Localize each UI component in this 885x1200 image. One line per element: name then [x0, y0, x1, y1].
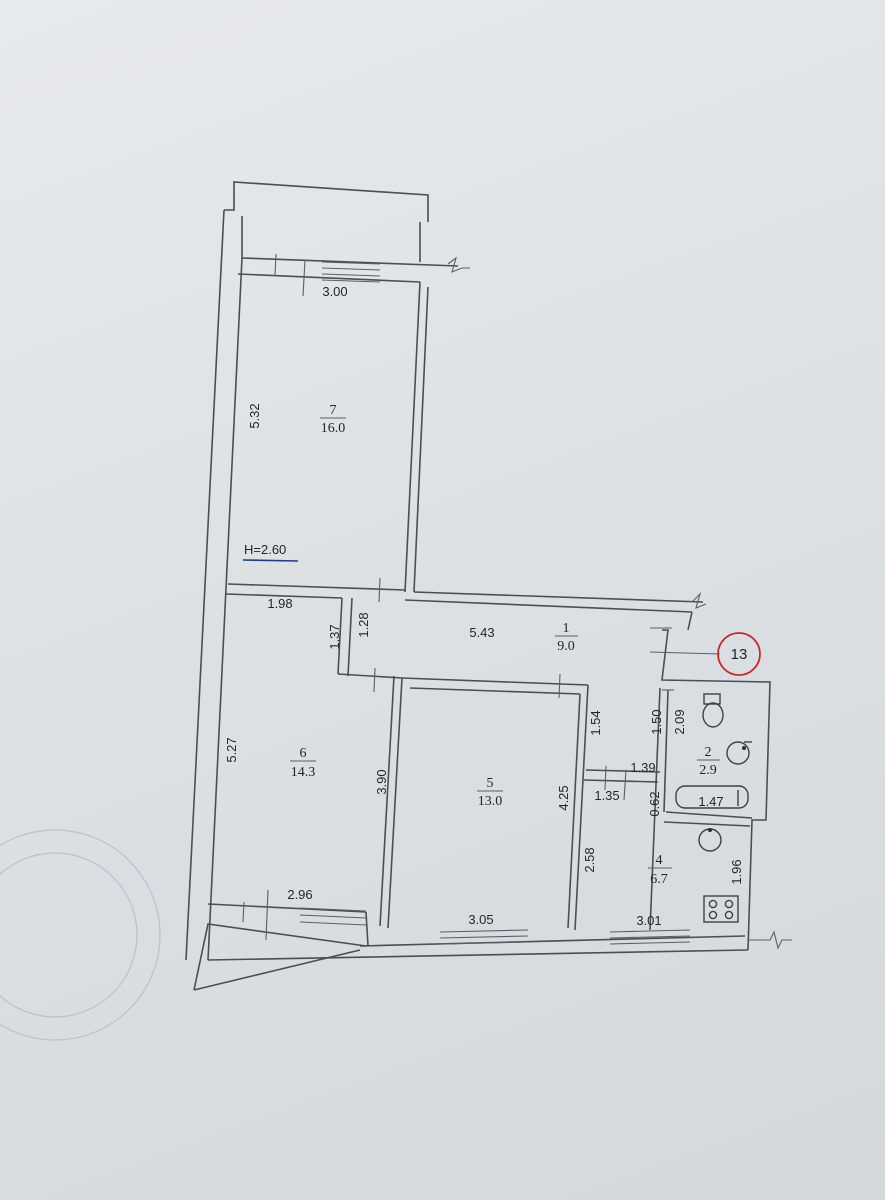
dim-bath-left: 1.50: [649, 709, 664, 734]
window-room-6: [299, 907, 367, 926]
balcony-top: [224, 181, 429, 262]
room-number: 7: [330, 403, 337, 418]
dim-bath-right: 2.09: [672, 709, 687, 734]
dim-r6-inner: 3.90: [374, 769, 389, 794]
room-number: 1: [563, 621, 570, 636]
room-area: 6.7: [650, 872, 668, 887]
dim-corr-gap: 0.62: [647, 791, 662, 816]
room-area: 13.0: [478, 794, 503, 809]
dim-r6-bottom: 2.96: [287, 887, 312, 902]
room-number: 4: [656, 853, 663, 868]
dim-opening-b: 1.28: [356, 612, 371, 637]
stove-icon: [703, 895, 739, 923]
window-room-5: [439, 929, 529, 945]
outer-walls: [185, 209, 771, 961]
dim-r7-width: 3.00: [322, 284, 347, 299]
room-label-1: 1 9.0: [555, 621, 578, 654]
sink-icon: [726, 741, 752, 765]
dim-r5-bottom: 3.05: [468, 912, 493, 927]
dim-r7-length: 5.32: [247, 403, 262, 428]
dim-r5-right: 4.25: [556, 785, 571, 810]
dim-opening-a: 1.37: [327, 624, 342, 649]
dim-kitchen-bottom: 3.01: [636, 913, 661, 928]
room-label-2: 2 2.9: [697, 745, 720, 778]
room-label-4: 4 6.7: [648, 853, 672, 887]
room-number: 6: [300, 746, 307, 761]
dim-bath-width: 1.47: [698, 794, 723, 809]
room-label-7: 7 16.0: [320, 403, 346, 436]
apartment-number: 13: [731, 646, 748, 663]
room-number: 2: [705, 745, 712, 760]
room-label-5: 5 13.0: [477, 776, 503, 809]
dim-hall-side: 1.54: [588, 710, 603, 735]
window-kitchen: [609, 929, 691, 945]
door-marks: [242, 253, 792, 950]
dim-kitchen-left: 2.58: [582, 847, 597, 872]
dim-r6-length: 5.27: [224, 737, 239, 762]
room-number: 5: [487, 776, 494, 791]
faded-stamp: [0, 829, 161, 1041]
dimension-labels: 3.00 5.32 1.98 5.27 3.90 2.96 1.37 1.28 …: [224, 284, 744, 928]
kitchen-sink-icon: [698, 828, 722, 852]
window-room-7: [321, 261, 381, 283]
ceiling-height: H=2.60: [242, 542, 299, 562]
ceiling-height-label: H=2.60: [244, 542, 286, 557]
room-area: 14.3: [291, 765, 316, 780]
dim-kitchen-right: 1.96: [729, 859, 744, 884]
windows: [299, 261, 691, 945]
bathtub-icon: [675, 785, 749, 809]
room-area: 9.0: [557, 639, 575, 654]
interior-walls: [193, 583, 753, 991]
room-area: 2.9: [699, 763, 717, 778]
room-label-6: 6 14.3: [290, 746, 316, 780]
apartment-marker: 13: [717, 632, 761, 676]
dim-r6-top: 1.98: [267, 596, 292, 611]
room-area: 16.0: [321, 421, 346, 436]
dim-corr-width: 1.35: [594, 788, 619, 803]
toilet-icon: [702, 693, 724, 728]
dim-hall-length: 5.43: [469, 625, 494, 640]
dim-bath-bottom: 1.39: [630, 760, 655, 775]
